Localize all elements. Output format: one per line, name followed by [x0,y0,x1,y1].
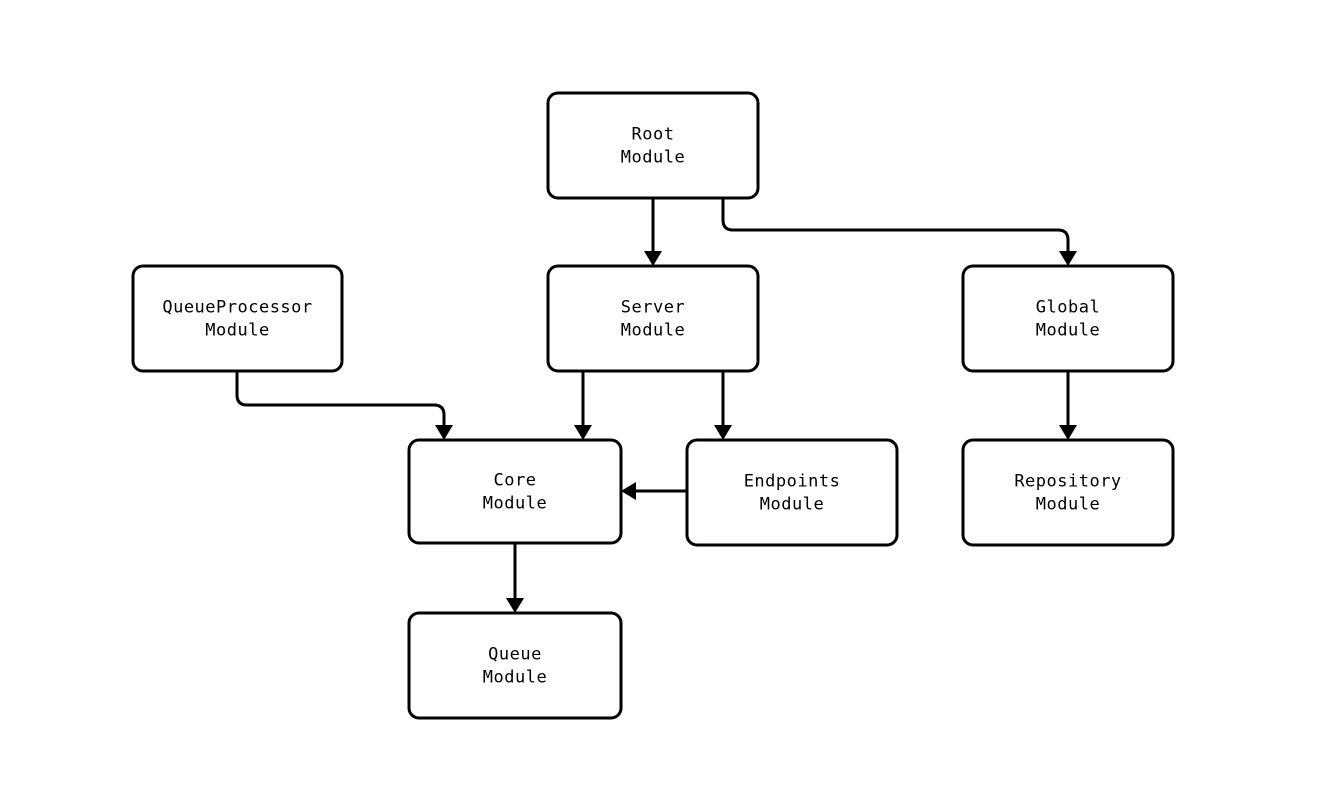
edge-server-to-core [574,371,592,440]
queue-module-box[interactable] [407,611,623,720]
edge-queueprocessor-to-core [235,371,453,440]
edge-root-to-server-arrowhead [644,251,662,266]
server-module-label-line2: Module [621,321,685,341]
root-module-box[interactable] [546,91,760,200]
edge-global-to-repository [1059,371,1077,440]
edge-queueprocessor-to-core-arrowhead [435,425,453,440]
edge-endpoints-to-core-arrowhead [621,482,636,500]
server-module-box[interactable] [546,264,760,373]
endpoints-module-label-line1: Endpoints [744,472,841,492]
root-module-label-line1: Root [632,125,675,145]
edge-core-to-queue-arrowhead [506,598,524,613]
edges-layer [235,198,1077,613]
edge-server-to-endpoints [714,371,732,440]
nodes-layer: RootModuleQueueProcessorModuleServerModu… [131,91,1175,720]
queue-module-label-line2: Module [483,668,547,688]
queueprocessor-module-label-line1: QueueProcessor [162,298,312,318]
edge-global-to-repository-arrowhead [1059,425,1077,440]
edge-root-to-server [644,198,662,266]
core-module-label-line1: Core [494,471,537,491]
edge-endpoints-to-core [621,482,687,500]
endpoints-module-label-line2: Module [760,495,824,515]
repository-module-label-line1: Repository [1014,472,1121,492]
global-module-label-line2: Module [1036,321,1100,341]
edge-root-to-global [721,198,1077,266]
repository-module-label-line2: Module [1036,495,1100,515]
edge-root-to-global-arrowhead [1059,251,1077,266]
edge-server-to-endpoints-arrowhead [714,425,732,440]
edge-core-to-queue [506,543,524,613]
edge-root-to-global-line [721,198,1070,252]
repository-module-box[interactable] [961,438,1175,547]
global-module-box[interactable] [961,264,1175,373]
core-module-label-line2: Module [483,494,547,514]
edge-server-to-core-arrowhead [574,425,592,440]
core-module-box[interactable] [407,438,623,545]
root-module-label-line2: Module [621,148,685,168]
queue-module-label-line1: Queue [488,645,542,665]
global-module-label-line1: Global [1036,298,1100,318]
queueprocessor-module-box[interactable] [131,264,344,373]
endpoints-module-box[interactable] [685,438,899,547]
queueprocessor-module-label-line2: Module [205,321,269,341]
server-module-label-line1: Server [621,298,685,318]
edge-queueprocessor-to-core-line [235,371,446,426]
